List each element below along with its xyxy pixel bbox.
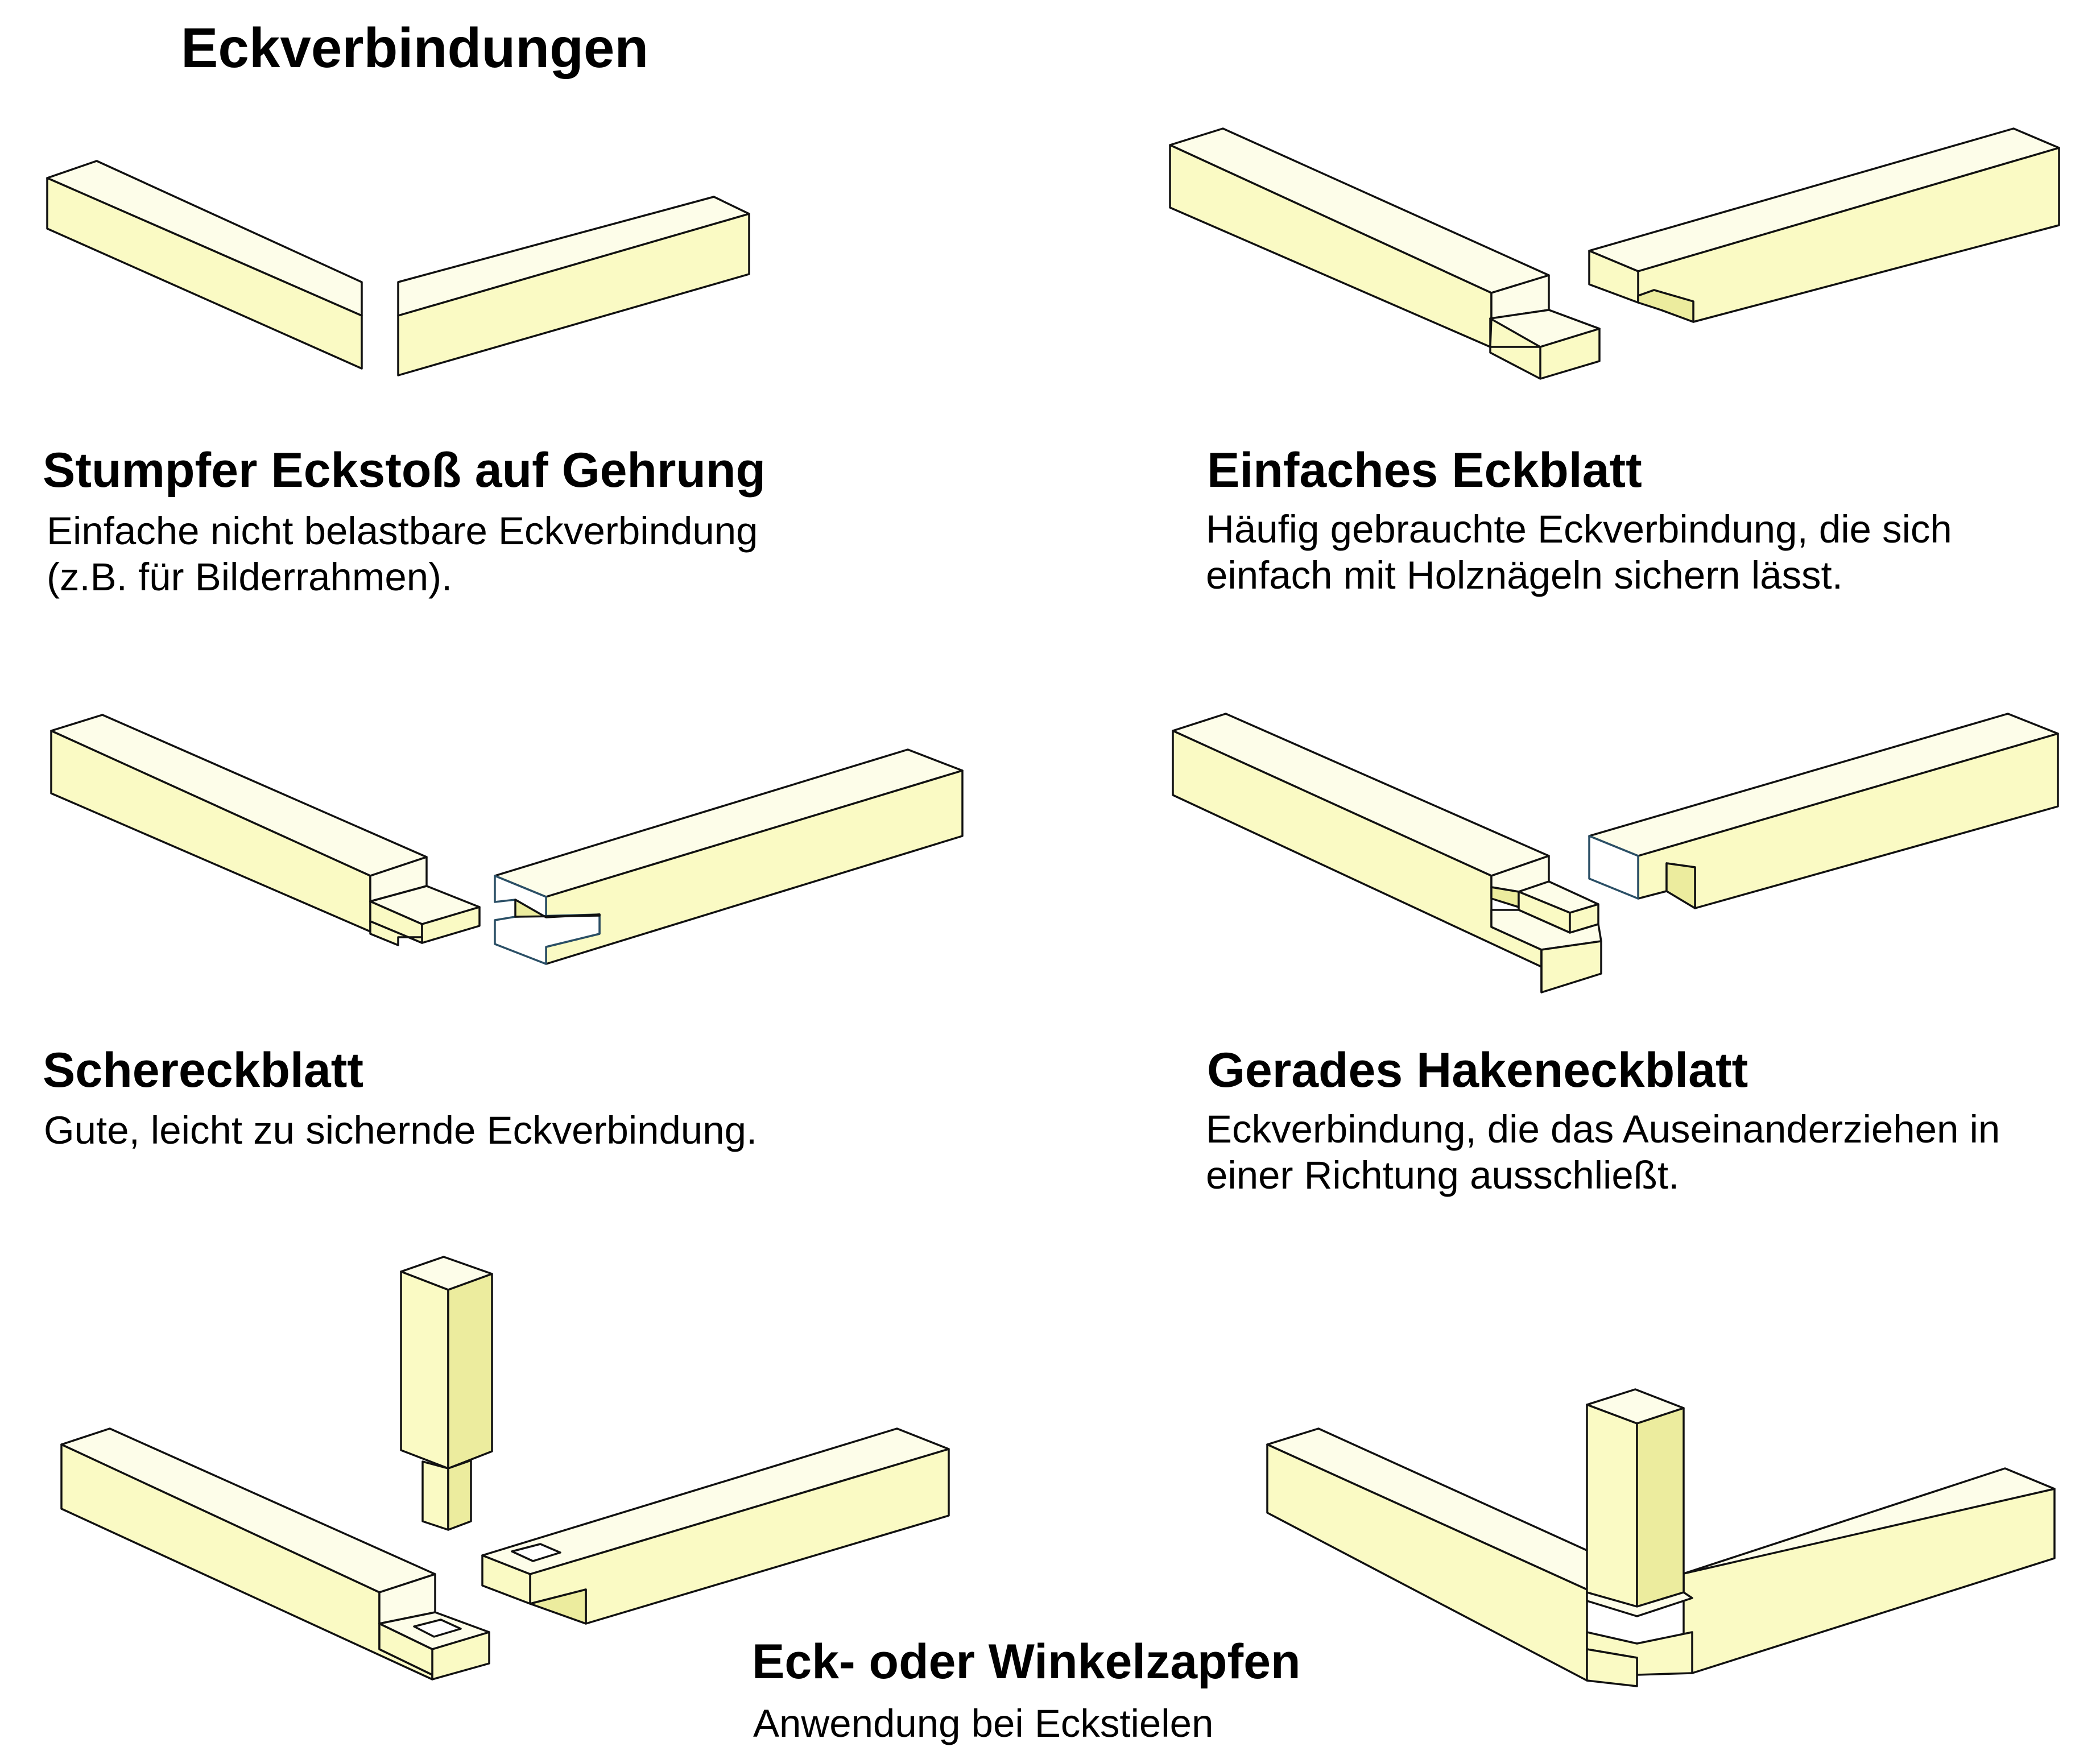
beam-left-mitered <box>46 160 363 370</box>
post-assembled <box>1586 1388 1693 1617</box>
joint-description-bridle: Gute, leicht zu sichernde Eckverbindung. <box>44 1107 757 1153</box>
illustration-miter-butt-joint <box>46 160 750 376</box>
description-line: (z.B. für Bilderrahmen). <box>47 555 453 599</box>
beam-right-halved <box>1588 127 2060 323</box>
beam-left-tenon <box>50 714 481 946</box>
beam-right-slotted <box>494 748 964 965</box>
joint-title-bridle: Schereckblatt <box>43 1043 364 1098</box>
description-line: Anwendung bei Eckstielen <box>753 1702 1214 1745</box>
beam-left-assembled <box>1266 1427 1639 1682</box>
illustration-corner-tenon-exploded <box>60 1256 950 1681</box>
beam-left-mortise <box>60 1427 490 1681</box>
description-line: Gute, leicht zu sichernde Eckverbindung. <box>44 1108 758 1152</box>
beam-right-mitered <box>397 196 750 376</box>
joint-title-hooked-halving: Gerades Hakeneckblatt <box>1207 1043 1748 1098</box>
joint-title-simple-halving: Einfaches Eckblatt <box>1207 443 1642 498</box>
beam-right-tenon <box>481 1427 950 1625</box>
joint-title-miter-butt: Stumpfer Eckstoß auf Gehrung <box>43 443 766 498</box>
description-line: Eckverbindung, die das Auseinanderziehen… <box>1206 1107 2000 1151</box>
beam-left-hooked <box>1172 713 1602 994</box>
joint-description-corner-tenon: Anwendung bei Eckstielen <box>753 1700 1213 1746</box>
post-with-tenon <box>400 1256 493 1531</box>
description-line: Einfache nicht belastbare Eckverbindung <box>47 509 758 553</box>
page-title: Eckverbindungen <box>181 16 649 79</box>
illustration-simple-corner-halving <box>1169 127 2060 380</box>
beam-right-hooked <box>1588 713 2059 909</box>
illustration-corner-tenon-assembled <box>1266 1388 2056 1687</box>
description-line: einfach mit Holznägeln sichern lässt. <box>1206 553 1843 597</box>
joint-description-hooked-halving: Eckverbindung, die das Auseinanderziehen… <box>1206 1106 2000 1198</box>
illustration-straight-hooked-halving <box>1172 713 2059 994</box>
joint-description-simple-halving: Häufig gebrauchte Eckverbindung, die sic… <box>1206 506 1952 598</box>
joint-description-miter-butt: Einfache nicht belastbare Eckverbindung … <box>47 508 758 600</box>
beam-right-assembled <box>1586 1467 2056 1687</box>
description-line: einer Richtung ausschließt. <box>1206 1153 1680 1197</box>
description-line: Häufig gebrauchte Eckverbindung, die sic… <box>1206 507 1952 551</box>
illustration-bridle-joint <box>50 714 964 965</box>
joint-title-corner-tenon: Eck- oder Winkelzapfen <box>752 1634 1301 1689</box>
beam-left-halved <box>1169 127 1601 380</box>
